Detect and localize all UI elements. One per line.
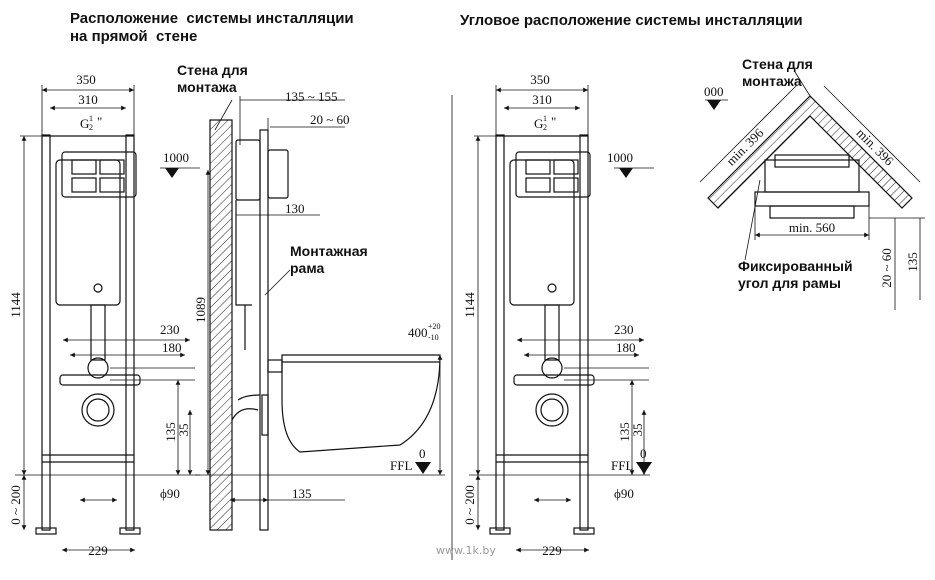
frame-upright-right xyxy=(125,134,135,531)
side-view xyxy=(209,119,441,531)
cistern-side xyxy=(235,139,261,201)
mounting-wall xyxy=(209,119,233,531)
frame-side xyxy=(259,129,269,531)
dim-350: 350 xyxy=(76,72,96,87)
water-inlet xyxy=(87,357,109,379)
ffl-marker-right xyxy=(636,462,652,474)
tol-plus: +20 xyxy=(428,322,441,331)
title-straight-text: Расположение системы инсталляции на прям… xyxy=(70,10,354,45)
dim-20-60: 20 ~ 60 xyxy=(310,112,350,127)
dim-135: 135 xyxy=(163,422,178,442)
dim-229-corner: 229 xyxy=(542,543,562,558)
dim-130: 130 xyxy=(285,201,305,216)
dim-0-200-corner: 0 ~ 200 xyxy=(462,485,477,525)
thread-quote: " xyxy=(97,114,102,129)
foot-left xyxy=(35,527,57,535)
label-wall-left: Стена для монтажа xyxy=(177,62,248,95)
zero-left: 0 xyxy=(419,446,426,461)
dim-229: 229 xyxy=(88,543,108,558)
dim-180: 180 xyxy=(162,340,182,355)
dim-230-corner: 230 xyxy=(614,322,634,337)
thread-quote-corner: " xyxy=(551,114,556,129)
dim-min560: min. 560 xyxy=(789,220,835,235)
thread-num-corner: 1 xyxy=(543,114,547,123)
dim-135-corner: 135 xyxy=(617,422,632,442)
dim-35: 35 xyxy=(176,424,191,437)
dim-1144: 1144 xyxy=(8,292,23,318)
dim-phi90: ϕ90 xyxy=(160,486,180,501)
thread-g-corner: G xyxy=(534,116,543,131)
dim-35-corner: 35 xyxy=(630,424,645,437)
label-wall-right: Стена для монтажа xyxy=(742,56,813,89)
thread-den: 2 xyxy=(89,123,93,132)
dim-310: 310 xyxy=(78,92,98,107)
ffl-left: FFL xyxy=(390,458,412,473)
cistern xyxy=(55,159,121,306)
level-1000: 1000 xyxy=(163,150,189,165)
front-view-dimensions xyxy=(15,85,200,553)
label-fixed-angle: Фиксированный угол для рамы xyxy=(738,258,853,291)
level-marker-1000-corner xyxy=(619,168,633,178)
dim-230: 230 xyxy=(160,322,180,337)
zero-right: 0 xyxy=(640,446,647,461)
dim-1144-corner: 1144 xyxy=(462,292,477,318)
thread-den-corner: 2 xyxy=(543,123,547,132)
front-view-straight xyxy=(35,134,141,535)
dim-phi90-corner: ϕ90 xyxy=(614,486,634,501)
tol-minus: -10 xyxy=(428,333,439,342)
dim-135-bottom: 135 xyxy=(292,486,312,501)
title-corner: Угловое расположение системы инсталляции xyxy=(460,12,803,29)
drain-outlet xyxy=(81,393,115,427)
frame-plan xyxy=(764,159,860,193)
thread-g: G xyxy=(80,116,89,131)
dim-350-corner: 350 xyxy=(530,72,550,87)
dim-0-200: 0 ~ 200 xyxy=(8,485,23,525)
foot-right xyxy=(119,527,141,535)
title-straight: Расположение системы инсталляции на прям… xyxy=(70,10,354,46)
flush-plate-mount xyxy=(61,151,137,198)
front-view-corner xyxy=(489,134,595,535)
level-000: 000 xyxy=(704,84,724,99)
level-marker-000 xyxy=(707,100,721,110)
dim-20-60-plan: 20 ~ 60 xyxy=(879,248,894,288)
level-1000-corner: 1000 xyxy=(607,150,633,165)
dim-135-plan: 135 xyxy=(905,252,920,272)
dim-310-corner: 310 xyxy=(532,92,552,107)
ffl-right: FFL xyxy=(611,458,633,473)
label-frame: Монтажная рама xyxy=(290,243,368,276)
dim-135-155: 135 ~ 155 xyxy=(285,89,338,104)
wall-hung-toilet xyxy=(281,354,441,453)
dim-400: 400 xyxy=(408,325,428,340)
frame-upright-left xyxy=(41,134,51,531)
corner-view-dimensions xyxy=(469,85,654,553)
dim-1089: 1089 xyxy=(193,297,208,323)
dim-180-corner: 180 xyxy=(616,340,636,355)
watermark: www.1k.by xyxy=(436,544,496,557)
level-marker-1000 xyxy=(165,168,179,178)
side-view-dimensions xyxy=(195,96,445,503)
ffl-marker-left xyxy=(415,462,431,474)
thread-num: 1 xyxy=(89,114,93,123)
